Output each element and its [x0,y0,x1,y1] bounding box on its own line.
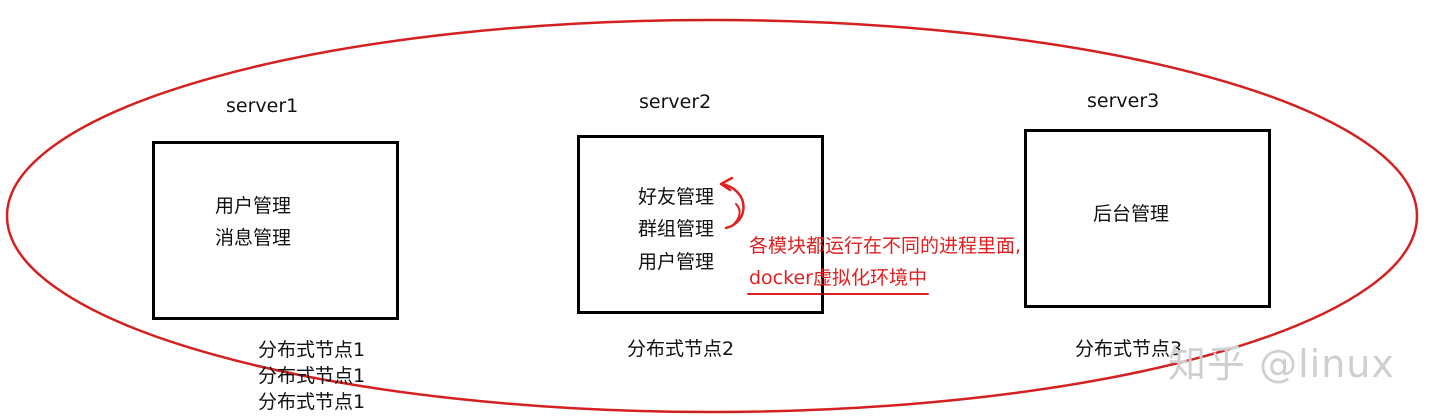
arrow-head-icon [719,176,734,192]
server2-module-3: 用户管理 [638,251,715,273]
zhihu-watermark: 知乎 @linux [1168,342,1395,386]
server2-module-2: 群组管理 [638,218,715,240]
annotation-line-2: docker虚拟化环境中 [749,267,927,289]
server3-module-1: 后台管理 [1093,203,1170,225]
server2-box [577,135,824,314]
curved-arrow-icon [720,182,745,230]
server1-box [152,141,399,320]
server1-node-label-2: 分布式节点1 [258,365,366,387]
arrow-tail-icon [733,203,741,225]
server3-title: server3 [1087,90,1160,112]
server1-module-2: 消息管理 [215,227,292,249]
server3-box [1024,129,1271,308]
server1-node-label-3: 分布式节点1 [258,391,366,413]
server2-module-1: 好友管理 [638,186,715,208]
annotation-line-1: 各模块都运行在不同的进程里面, [749,235,1022,257]
server3-node-label-1: 分布式节点3 [1075,338,1183,360]
server1-module-1: 用户管理 [215,195,292,217]
server1-node-label-1: 分布式节点1 [258,339,366,361]
server2-node-label-1: 分布式节点2 [627,338,735,360]
cluster-ellipse [5,18,1419,414]
server1-title: server1 [226,95,299,117]
server2-title: server2 [639,91,712,113]
